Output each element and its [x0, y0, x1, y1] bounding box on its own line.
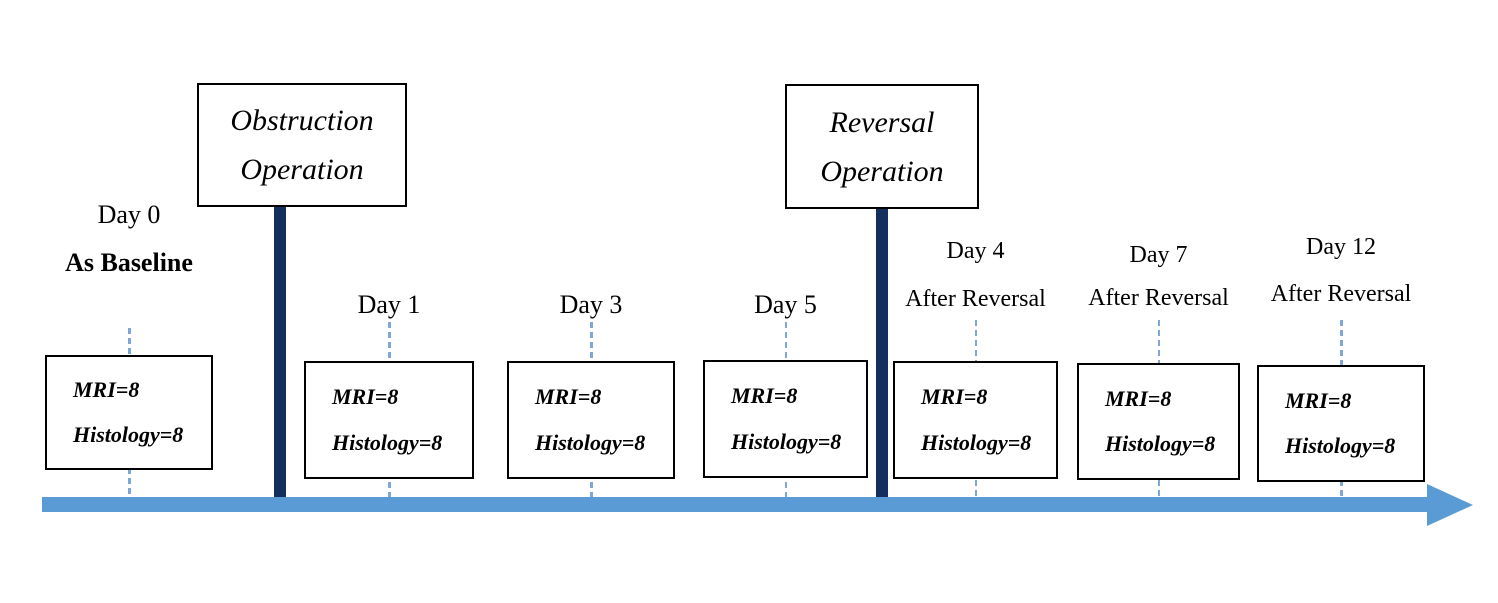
mri-count: MRI=8: [1105, 386, 1172, 411]
mri-count: MRI=8: [73, 377, 140, 403]
station-subtitle: As Baseline: [65, 248, 193, 277]
operation-title-line: Operation: [820, 154, 944, 188]
operation-title-line: Reversal: [829, 105, 935, 139]
operation-title-line: Obstruction: [230, 104, 374, 137]
mri-count: MRI=8: [535, 384, 602, 410]
histology-count: Histology=8: [921, 429, 1032, 455]
timeline-station-day4-after-reversal: Day 4 After Reversal MRI=8 Histology=8: [893, 0, 1058, 603]
sample-box: MRI=8 Histology=8: [893, 361, 1058, 479]
mri-count: MRI=8: [731, 383, 798, 409]
timeline-station-day5: Day 5 MRI=8 Histology=8: [703, 0, 868, 603]
sample-box: MRI=8 Histology=8: [703, 360, 868, 478]
timeline-arrowhead-icon: [1427, 484, 1473, 526]
histology-count: Histology=8: [1285, 433, 1396, 458]
station-day-label: Day 0: [97, 200, 161, 229]
station-subtitle: After Reversal: [905, 286, 1046, 312]
mri-count: MRI=8: [332, 384, 399, 410]
obstruction-operation-marker: [274, 206, 286, 502]
timeline-station-day3: Day 3 MRI=8 Histology=8: [507, 0, 675, 603]
sample-box: MRI=8 Histology=8: [304, 361, 474, 479]
mri-count: MRI=8: [921, 384, 988, 410]
histology-count: Histology=8: [535, 429, 646, 455]
station-subtitle: After Reversal: [1270, 281, 1412, 307]
station-subtitle: After Reversal: [1088, 285, 1229, 311]
obstruction-operation-sign: Obstruction Operation: [197, 83, 407, 207]
sample-box: MRI=8 Histology=8: [1077, 363, 1240, 480]
timeline-station-day1: Day 1 MRI=8 Histology=8: [304, 0, 474, 603]
timeline-station-day7-after-reversal: Day 7 After Reversal MRI=8 Histology=8: [1077, 0, 1240, 603]
station-day-label: Day 1: [357, 290, 421, 319]
operation-title-line: Operation: [240, 153, 364, 186]
sample-box: MRI=8 Histology=8: [507, 361, 675, 479]
histology-count: Histology=8: [73, 421, 184, 447]
mri-count: MRI=8: [1285, 388, 1352, 413]
station-day-label: Day 3: [559, 290, 623, 319]
timeline-arrow: [42, 497, 1428, 512]
station-day-label: Day 12: [1306, 234, 1376, 260]
station-day-label: Day 5: [754, 290, 817, 319]
timeline-station-day0: Day 0 As Baseline MRI=8 Histology=8: [45, 0, 213, 603]
reversal-operation-marker: [876, 208, 888, 500]
histology-count: Histology=8: [731, 428, 842, 454]
reversal-operation-sign: Reversal Operation: [785, 84, 979, 209]
sample-box: MRI=8 Histology=8: [45, 355, 213, 470]
timeline-station-day12-after-reversal: Day 12 After Reversal MRI=8 Histology=8: [1257, 0, 1425, 603]
station-day-label: Day 7: [1129, 242, 1188, 268]
station-day-label: Day 4: [946, 238, 1005, 264]
histology-count: Histology=8: [1105, 431, 1216, 456]
sample-box: MRI=8 Histology=8: [1257, 365, 1425, 482]
histology-count: Histology=8: [332, 429, 443, 455]
